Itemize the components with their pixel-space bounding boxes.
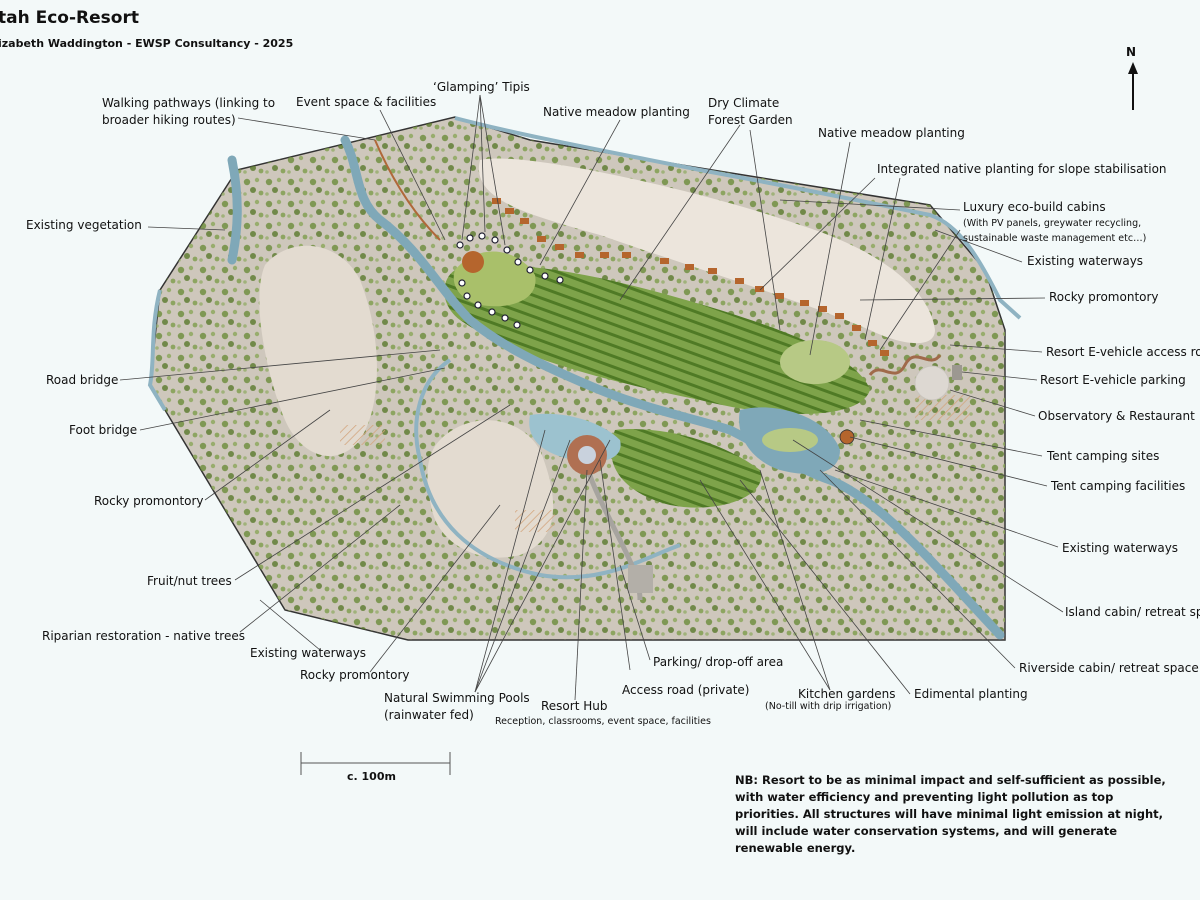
label-existing-waterways-2: Existing waterways [1062,541,1179,555]
glamping-event-space [462,251,484,273]
leader-lines [119,94,1064,701]
label-kitchen-gardens-sub: (No-till with drip irrigation) [765,701,892,712]
label-tent-facilities: Tent camping facilities [1051,479,1186,493]
observatory [914,365,950,401]
label-access-road: Access road (private) [622,683,750,697]
label-meadow-2: Native meadow planting [818,126,965,140]
label-cabins-sub-2: sustainable waste management etc…) [963,233,1147,244]
label-existing-waterways-3: Existing waterways [250,646,367,660]
glamping-tipis [456,232,564,329]
label-ev-access: Resort E-vehicle access roa [1046,345,1200,359]
resort-hub-center [578,446,596,464]
kitchen-gardens [611,429,762,508]
label-walking-pathways: Walking pathways (linking to [102,96,276,110]
label-rocky-promontory-2: Rocky promontory [94,494,204,508]
label-observatory: Observatory & Restaurant [1038,409,1195,423]
label-resort-hub: Resort Hub [541,699,608,713]
label-pools-1: Natural Swimming Pools [384,691,530,705]
label-foot-bridge: Foot bridge [69,423,138,437]
label-cabins: Luxury eco-build cabins [963,200,1106,214]
label-resort-hub-sub: Reception, classrooms, event space, faci… [495,716,711,727]
ev-access-road [868,354,942,376]
waterway-south [414,358,681,580]
parking-area [628,565,653,593]
label-slope-planting: Integrated native planting for slope sta… [877,162,1167,176]
waterway-north [454,116,1022,320]
island [762,428,818,452]
label-road-bridge: Road bridge [46,373,119,387]
forest-garden [444,265,870,414]
north-arrow-head [1128,62,1138,74]
hatched-rock-3 [915,395,970,420]
label-rocky-promontory-3: Rocky promontory [300,668,410,682]
scale-bar [300,752,451,775]
label-tent-sites: Tent camping sites [1047,449,1160,463]
label-edimental: Edimental planting [914,687,1028,701]
label-pools-2: (rainwater fed) [384,708,474,722]
waterway-west [147,289,167,412]
page-title: tah Eco-Resort [0,8,139,28]
page-subtitle: izabeth Waddington - EWSP Consultancy - … [0,37,294,50]
label-event-space: Event space & facilities [296,95,437,109]
label-existing-vegetation: Existing vegetation [26,218,142,232]
label-kitchen-gardens: Kitchen gardens [798,687,896,701]
label-forest-garden-2: Forest Garden [708,113,793,127]
label-forest-garden-1: Dry Climate [708,96,780,110]
hatched-rock-2 [515,510,555,532]
rocky-promontory-left [259,245,377,457]
luxury-cabins [492,198,889,356]
label-rocky-promontory-1: Rocky promontory [1049,290,1159,304]
hatched-rock-1 [340,425,385,445]
label-riparian: Riparian restoration - native trees [42,629,245,643]
meadow-east [780,340,850,384]
label-meadow-1: Native meadow planting [543,105,690,119]
label-glamping: ‘Glamping’ Tipis [433,80,530,94]
scale-label: c. 100m [347,770,396,783]
walking-pathway [374,139,441,241]
tent-facilities [839,429,855,445]
label-fruit-nut: Fruit/nut trees [147,574,232,588]
waterway-main [227,135,1005,640]
label-ev-parking: Resort E-vehicle parking [1040,373,1186,387]
label-existing-waterways-1: Existing waterways [1027,254,1144,268]
north-label: N [1126,45,1137,59]
label-cabins-sub-1: (With PV panels, greywater recycling, [963,218,1142,229]
label-walking-pathways-2: broader hiking routes) [102,113,236,127]
label-riverside-cabin: Riverside cabin/ retreat space [1019,661,1199,675]
ev-parking [952,365,962,380]
design-note: NB: Resort to be as minimal impact and s… [735,773,1166,855]
label-island-cabin: Island cabin/ retreat sp [1065,605,1200,619]
label-parking: Parking/ drop-off area [653,655,784,669]
